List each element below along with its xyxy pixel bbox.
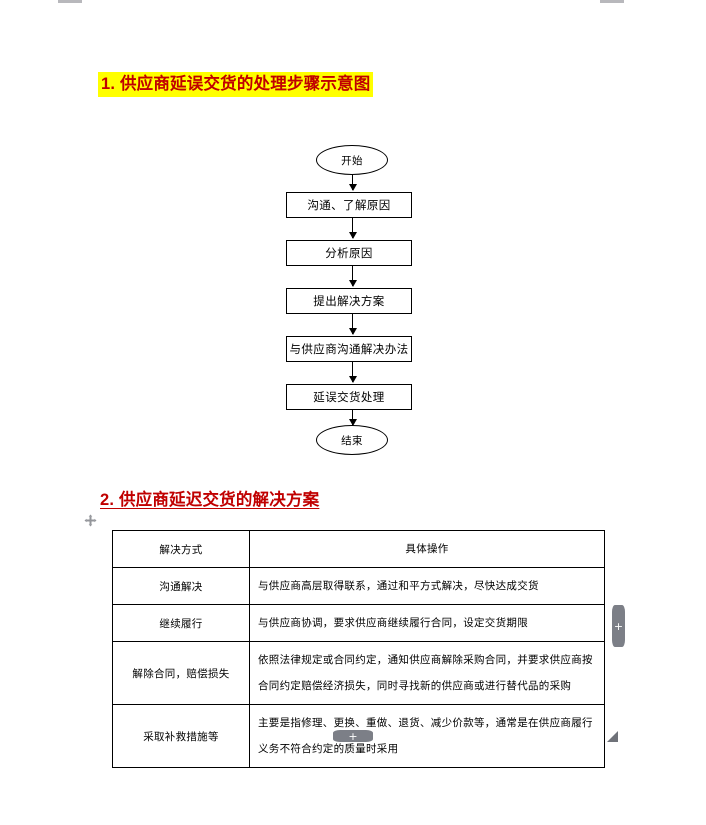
table-cell-method: 继续履行 bbox=[112, 604, 250, 642]
flowchart-node-label: 沟通、了解原因 bbox=[307, 200, 391, 212]
table-cell-method: 沟通解决 bbox=[112, 567, 250, 605]
flowchart-node-step5[interactable]: 延误交货处理 bbox=[286, 384, 412, 410]
table-cell-detail: 与供应商高层取得联系，通过和平方式解决，尽快达成交货 bbox=[249, 567, 605, 605]
table-row[interactable]: 采取补救措施等 主要是指修理、更换、重做、退货、减少价款等，通常是在供应商履行义… bbox=[112, 704, 605, 768]
move-arrows-icon bbox=[84, 514, 97, 527]
process-flowchart: 开始 沟通、了解原因 分析原因 提出解决方案 与供应商沟通解决办法 延误交货处理… bbox=[0, 130, 706, 470]
section-heading-2: 2. 供应商延迟交货的解决方案 bbox=[100, 491, 320, 509]
table-move-handle-icon[interactable] bbox=[84, 514, 97, 527]
flowchart-node-step1[interactable]: 沟通、了解原因 bbox=[286, 192, 412, 218]
resize-triangle-icon bbox=[607, 731, 618, 742]
solution-table[interactable]: 解决方式 具体操作 沟通解决 与供应商高层取得联系，通过和平方式解决，尽快达成交… bbox=[112, 530, 605, 768]
table-header-detail: 具体操作 bbox=[249, 530, 605, 568]
flowchart-node-label: 提出解决方案 bbox=[313, 296, 385, 308]
table-cell-detail: 与供应商协调，要求供应商继续履行合同，设定交货期限 bbox=[249, 604, 605, 642]
table-row[interactable]: 继续履行 与供应商协调，要求供应商继续履行合同，设定交货期限 bbox=[112, 604, 605, 642]
section-heading-1: 1. 供应商延误交货的处理步骤示意图 bbox=[98, 72, 374, 97]
table-header-method: 解决方式 bbox=[112, 530, 250, 568]
flowchart-node-end[interactable]: 结束 bbox=[316, 425, 388, 455]
flowchart-node-label: 结束 bbox=[341, 434, 363, 447]
flowchart-node-label: 开始 bbox=[341, 154, 363, 167]
flowchart-arrow-4 bbox=[348, 314, 357, 335]
flowchart-node-step3[interactable]: 提出解决方案 bbox=[286, 288, 412, 314]
flowchart-arrow-6 bbox=[348, 410, 357, 426]
table-row[interactable]: 解除合同，赔偿损失 依照法律规定或合同约定，通知供应商解除采购合同，并要求供应商… bbox=[112, 641, 605, 705]
table-resize-handle[interactable] bbox=[607, 731, 618, 742]
flowchart-node-step4[interactable]: 与供应商沟通解决办法 bbox=[286, 336, 412, 362]
page-margin-tick-left bbox=[58, 0, 82, 3]
table-cell-detail: 依照法律规定或合同约定，通知供应商解除采购合同，并要求供应商按合同约定赔偿经济损… bbox=[249, 641, 605, 705]
flowchart-node-start[interactable]: 开始 bbox=[316, 145, 388, 175]
table-header-row: 解决方式 具体操作 bbox=[112, 530, 605, 568]
flowchart-arrow-5 bbox=[348, 362, 357, 383]
table-add-column-button[interactable]: + bbox=[612, 605, 625, 647]
flowchart-node-step2[interactable]: 分析原因 bbox=[286, 240, 412, 266]
flowchart-node-label: 与供应商沟通解决办法 bbox=[289, 344, 409, 356]
plus-icon: + bbox=[613, 619, 624, 633]
flowchart-arrow-3 bbox=[348, 266, 357, 287]
flowchart-arrow-2 bbox=[348, 218, 357, 239]
flowchart-node-label: 延误交货处理 bbox=[313, 392, 385, 404]
table-cell-method: 采取补救措施等 bbox=[112, 704, 250, 768]
table-cell-method: 解除合同，赔偿损失 bbox=[112, 641, 250, 705]
table-add-row-button[interactable]: + bbox=[333, 730, 373, 742]
page-margin-tick-right bbox=[600, 0, 624, 3]
flowchart-node-label: 分析原因 bbox=[325, 248, 373, 260]
plus-icon: + bbox=[348, 729, 358, 743]
flowchart-arrow-1 bbox=[348, 175, 357, 191]
table-cell-detail: 主要是指修理、更换、重做、退货、减少价款等，通常是在供应商履行义务不符合约定的质… bbox=[249, 704, 605, 768]
table-row[interactable]: 沟通解决 与供应商高层取得联系，通过和平方式解决，尽快达成交货 bbox=[112, 567, 605, 605]
